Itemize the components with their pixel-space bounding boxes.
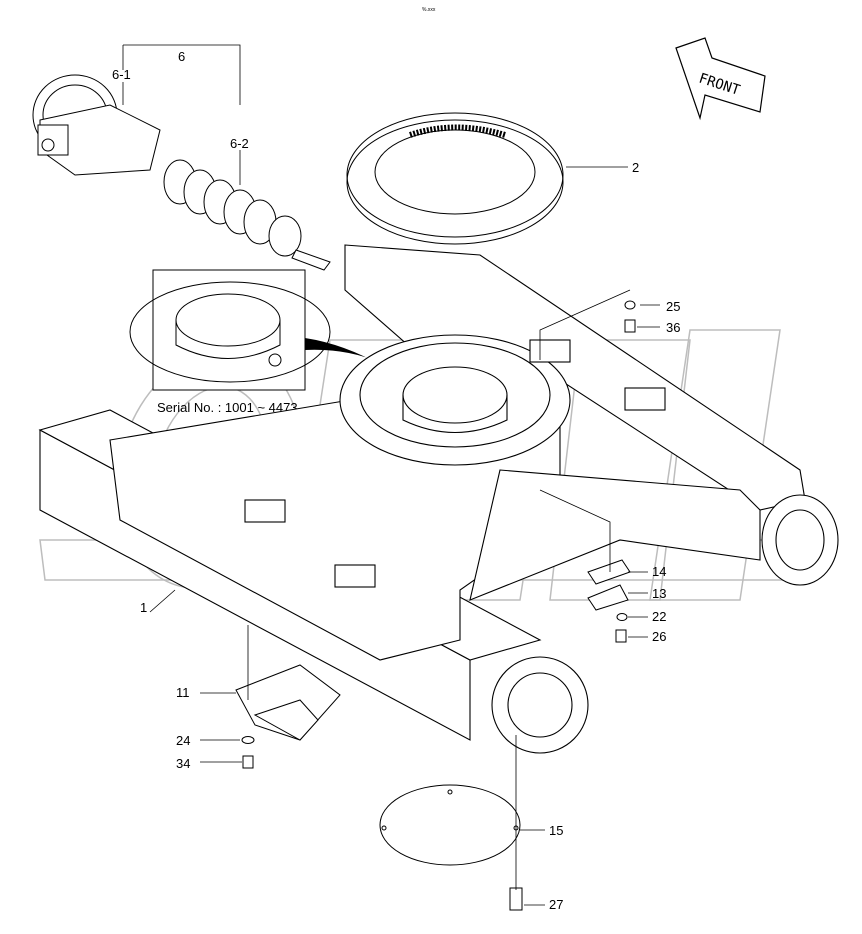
callout-labels: 6 6-1 6-2 2 25 36 14 13 22 26 1 11 24 34…: [112, 49, 680, 912]
callout-6-2: 6-2: [230, 136, 249, 151]
plate-13: [587, 584, 629, 611]
leader-lines: [122, 44, 660, 906]
front-arrow: FRONT: [675, 37, 766, 121]
callout-22: 22: [652, 609, 666, 624]
nut-22: [616, 613, 628, 621]
swing-bearing-ring: [346, 112, 564, 245]
washer-24: [241, 736, 255, 744]
bolt-27: [509, 887, 523, 911]
callout-6-1: 6-1: [112, 67, 131, 82]
callout-24: 24: [176, 733, 190, 748]
header-mark: %.xxx: [422, 7, 436, 13]
idler-assembly: [32, 74, 161, 176]
callout-2: 2: [632, 160, 639, 175]
inset-detail-view: [129, 269, 331, 391]
serial-note: Serial No. : 1001 ~ 4473: [157, 400, 298, 415]
bolt-36: [624, 319, 636, 333]
cover-plate-15: [379, 784, 521, 866]
callout-13: 13: [652, 586, 666, 601]
callout-1: 1: [140, 600, 147, 615]
bracket-11: [235, 664, 341, 741]
lower-frame: [38, 244, 839, 754]
nut-25: [624, 300, 636, 310]
callout-15: 15: [549, 823, 563, 838]
recoil-spring: [163, 159, 331, 271]
callout-34: 34: [176, 756, 190, 771]
callout-36: 36: [666, 320, 680, 335]
callout-26: 26: [652, 629, 666, 644]
callout-11: 11: [176, 685, 190, 700]
bolt-34: [242, 755, 254, 769]
callout-25: 25: [666, 299, 680, 314]
callout-14: 14: [652, 564, 666, 579]
callout-6: 6: [178, 49, 185, 64]
inset-pointer-arrow: [305, 338, 392, 372]
bolt-26: [615, 629, 627, 643]
callout-27: 27: [549, 897, 563, 912]
